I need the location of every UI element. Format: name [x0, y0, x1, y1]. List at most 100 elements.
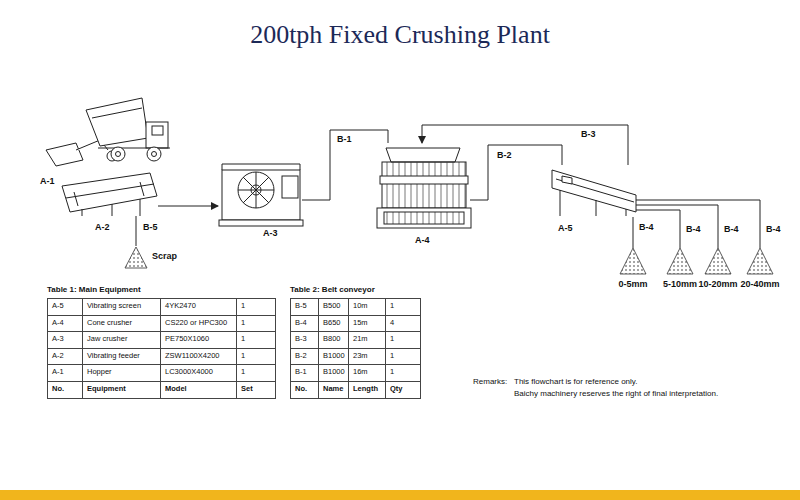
- cell-text: Hopper: [87, 367, 112, 376]
- truck-loader-part: [111, 147, 125, 161]
- cell-text: 1: [241, 351, 245, 360]
- table-cell: A-2: [47, 348, 83, 366]
- cell-text: B650: [323, 318, 341, 327]
- vibrating-screen-part: [626, 209, 627, 216]
- cell-text: B-3: [295, 334, 307, 343]
- stockpile-node: 10-20mm: [705, 248, 731, 274]
- belt-label: B-3: [581, 129, 596, 139]
- cell-text: No.: [52, 384, 64, 393]
- table-cell: Name: [318, 381, 349, 399]
- table-cell: B-2: [290, 348, 319, 366]
- pile-label: Scrap: [152, 251, 177, 261]
- callout-number: A-2: [95, 222, 110, 232]
- stockpiles-part: [620, 248, 646, 274]
- cell-text: A-4: [52, 318, 64, 327]
- table-cell: 1: [236, 315, 276, 333]
- cell-text: 21m: [353, 334, 368, 343]
- cell-text: A-5: [52, 301, 64, 310]
- truck-loader-part: [86, 98, 148, 146]
- stockpile-node: 5-10mm: [667, 248, 693, 274]
- stockpiles-part: [747, 248, 773, 274]
- feeder-hopper-part: [140, 182, 144, 196]
- table-cell: B-4: [290, 315, 319, 333]
- truck-loader-part: [146, 122, 168, 148]
- vibrating-screen-part: [552, 170, 636, 212]
- stockpiles-part: [705, 248, 731, 274]
- cell-text: B-5: [295, 301, 307, 310]
- bottom-bar: [0, 490, 800, 500]
- cell-text: 1: [241, 301, 245, 310]
- belt-label: B-4: [686, 224, 701, 234]
- jaw-crusher-part: [238, 172, 274, 208]
- table-title: Table 2: Belt conveyor: [290, 285, 375, 294]
- cell-text: 4: [390, 318, 394, 327]
- cone-crusher-part: [386, 148, 460, 162]
- jaw-crusher-part: [222, 164, 300, 165]
- jaw-crusher: [219, 164, 303, 226]
- table-cell: Vibrating feeder: [82, 348, 161, 366]
- table-cell: No.: [290, 381, 319, 399]
- vibrating-screen-part: [562, 176, 572, 184]
- table-cell: LC3000X4000: [160, 364, 237, 382]
- remark-heading: Remarks:: [473, 377, 507, 386]
- table-cell: B800: [318, 331, 349, 349]
- table-cell: 1: [385, 331, 421, 349]
- callout-number-text: A-1: [40, 176, 55, 186]
- table-cell: B650: [318, 315, 349, 333]
- belt-label: B-4: [766, 224, 781, 234]
- belt-label: B-2: [497, 150, 512, 160]
- table-cell: Qty: [385, 381, 421, 399]
- table-title-text: Table 2: Belt conveyor: [290, 285, 375, 294]
- remark-text-text: This flowchart is for reference only.: [514, 377, 637, 386]
- cell-text: A-2: [52, 351, 64, 360]
- table-cell: B-1: [290, 364, 319, 382]
- pile-label: 10-20mm: [698, 279, 737, 289]
- table-cell: B-3: [290, 331, 319, 349]
- table-cell: 21m: [348, 331, 386, 349]
- cell-text: 23m: [353, 351, 368, 360]
- truck-loader-part: [152, 152, 157, 157]
- truck-loader-part: [147, 147, 161, 161]
- cell-text: Qty: [390, 384, 403, 393]
- cell-text: Model: [165, 384, 187, 393]
- edge-label: B-4: [765, 224, 782, 234]
- edge-label: B-1: [336, 134, 353, 144]
- pile-label: 20-40mm: [740, 279, 779, 289]
- edge-label: B-4: [685, 224, 702, 234]
- table-cell: 1: [385, 298, 421, 316]
- jaw-crusher-part: [282, 176, 298, 198]
- belt-conveyor-line: [633, 217, 634, 248]
- cell-text: Jaw crusher: [87, 334, 127, 343]
- table-cell: B-5: [290, 298, 319, 316]
- stockpile-node: 20-40mm: [747, 248, 773, 274]
- table-cell: B1000: [318, 348, 349, 366]
- cell-text: LC3000X4000: [165, 367, 213, 376]
- belt-conveyor-line: [158, 206, 218, 207]
- stockpiles-part: [125, 247, 147, 268]
- table-title-text: Table 1: Main Equipment: [47, 285, 141, 294]
- belt-conveyor-line: [422, 125, 628, 165]
- cell-text: Equipment: [87, 384, 126, 393]
- cell-text: 1: [241, 334, 245, 343]
- table-cell: A-1: [47, 364, 83, 382]
- cell-text: B-4: [295, 318, 307, 327]
- cell-text: 15m: [353, 318, 368, 327]
- feeder-hopper-part: [82, 209, 83, 216]
- belt-conveyor-line: [136, 216, 137, 246]
- table-cell: A-5: [47, 298, 83, 316]
- table-cell: B500: [318, 298, 349, 316]
- table-cell: 1: [236, 364, 276, 382]
- edge-label: B-2: [496, 150, 513, 160]
- cone-crusher-part: [380, 176, 468, 184]
- cell-text: B-2: [295, 351, 307, 360]
- callout-number: A-5: [558, 223, 573, 233]
- jaw-crusher-part: [243, 177, 269, 203]
- vibrating-screen: [552, 170, 636, 216]
- table-cell: Vibrating screen: [82, 298, 161, 316]
- remark-text: This flowchart is for reference only.: [514, 377, 637, 386]
- jaw-crusher-part: [243, 177, 269, 203]
- cell-text: Vibrating screen: [87, 301, 141, 310]
- cell-text: 1: [390, 301, 394, 310]
- table-cell: A-3: [47, 331, 83, 349]
